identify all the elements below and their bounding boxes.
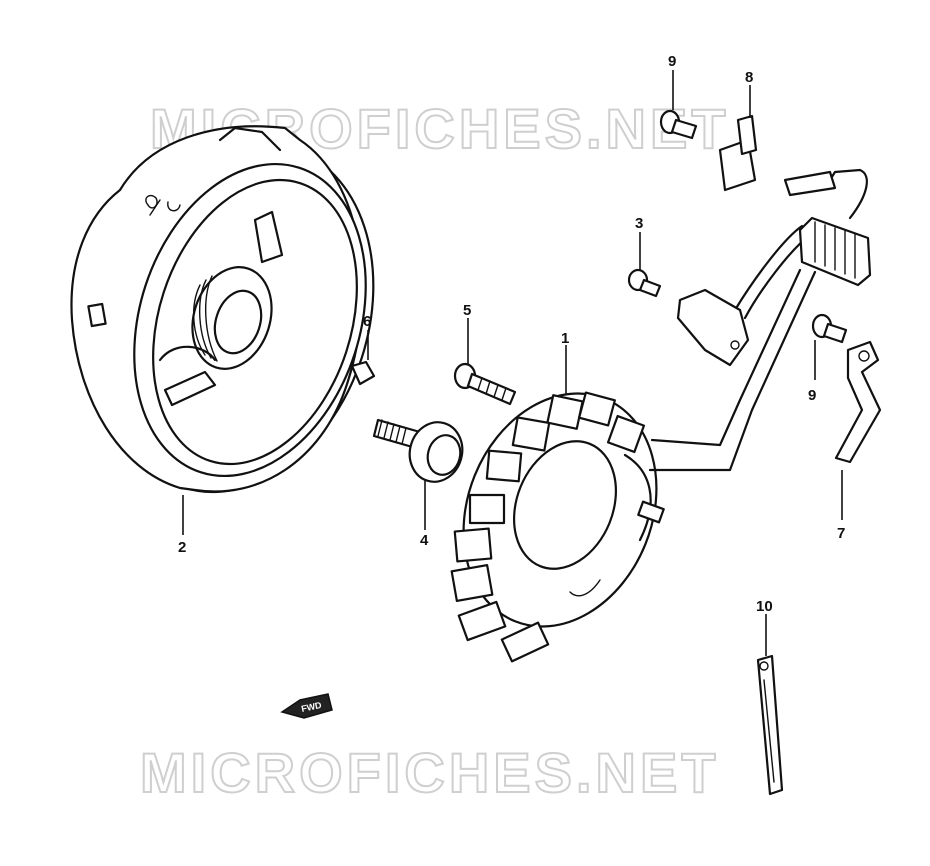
- clamp-8[interactable]: [718, 114, 758, 192]
- wire-harness[interactable]: [648, 168, 872, 472]
- stator-screw[interactable]: [453, 362, 517, 406]
- fwd-marker: FWD: [280, 693, 333, 719]
- fwd-marker-text: FWD: [300, 700, 323, 714]
- screw-top[interactable]: [659, 109, 698, 140]
- stator[interactable]: [430, 364, 691, 663]
- watermark-bottom: MICROFICHES.NET: [140, 741, 720, 804]
- part-label-9-top[interactable]: 9: [668, 53, 676, 70]
- part-label-10[interactable]: 10: [756, 598, 773, 615]
- screw-right[interactable]: [811, 313, 848, 344]
- clamp-7[interactable]: [834, 340, 882, 464]
- part-label-3[interactable]: 3: [635, 215, 643, 232]
- part-label-8[interactable]: 8: [745, 69, 753, 86]
- pickup-screw[interactable]: [627, 268, 662, 298]
- woodruff-key[interactable]: [350, 360, 376, 386]
- part-label-1[interactable]: 1: [561, 330, 569, 347]
- part-label-7[interactable]: 7: [837, 525, 845, 542]
- part-label-4[interactable]: 4: [420, 532, 429, 549]
- part-label-5[interactable]: 5: [463, 302, 471, 319]
- flywheel-rotor[interactable]: [59, 109, 416, 528]
- part-label-6[interactable]: 6: [363, 313, 371, 330]
- rotor-bolt[interactable]: [372, 416, 469, 487]
- part-label-2[interactable]: 2: [178, 539, 186, 556]
- band[interactable]: [756, 654, 784, 796]
- part-label-9-right[interactable]: 9: [808, 387, 816, 404]
